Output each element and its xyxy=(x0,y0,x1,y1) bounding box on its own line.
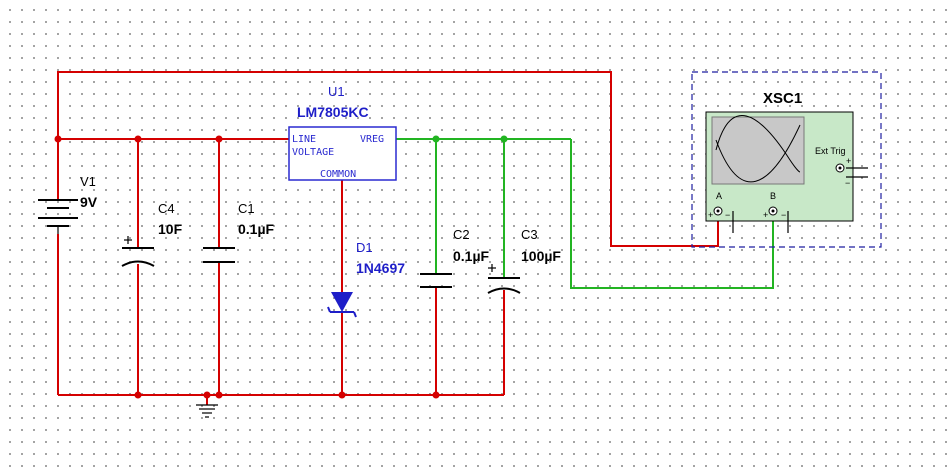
junctions xyxy=(54,135,508,399)
svg-text:+: + xyxy=(846,156,851,166)
junction-dot xyxy=(432,135,440,143)
c2-value: 0.1µF xyxy=(453,248,490,264)
c4-ref: C4 xyxy=(158,201,175,216)
d1-ref: D1 xyxy=(356,240,373,255)
wire-to-scope-b[interactable] xyxy=(570,139,774,289)
pin-voltage-label: VOLTAGE xyxy=(292,147,334,158)
junction-dot xyxy=(432,391,440,399)
ground-icon xyxy=(196,404,218,418)
d1-part: 1N4697 xyxy=(356,260,405,276)
battery-value: 9V xyxy=(80,194,98,210)
junction-dot xyxy=(215,135,223,143)
junction-dot xyxy=(203,391,211,399)
scope-ref: XSC1 xyxy=(763,90,802,107)
input-wires xyxy=(57,71,719,405)
capacitor-c4[interactable]: C4 10F xyxy=(121,201,183,267)
c3-value: 100µF xyxy=(521,248,561,264)
c1-value: 0.1µF xyxy=(238,221,275,237)
output-wires xyxy=(396,138,774,289)
svg-text:−: − xyxy=(781,210,786,220)
junction-dot xyxy=(134,135,142,143)
zener-d1[interactable]: D1 1N4697 xyxy=(327,240,405,318)
scope-selection-box xyxy=(691,71,882,248)
waveform-trace xyxy=(715,124,801,183)
pin-vreg-label: VREG xyxy=(360,134,384,145)
battery-v1[interactable]: V1 9V xyxy=(38,174,98,234)
channel-a-label: A xyxy=(716,191,722,201)
c3-ref: C3 xyxy=(521,227,538,242)
waveform-trace xyxy=(715,115,801,173)
u1-ref: U1 xyxy=(328,84,345,99)
pin-line-label: LINE xyxy=(292,134,316,145)
junction-dot xyxy=(500,135,508,143)
svg-text:+: + xyxy=(763,210,768,220)
svg-text:+: + xyxy=(708,210,713,220)
pin-common-label: COMMON xyxy=(320,169,356,180)
wire-top-loop[interactable] xyxy=(57,71,719,247)
capacitor-c2[interactable]: C2 0.1µF xyxy=(420,227,490,288)
c2-ref: C2 xyxy=(453,227,470,242)
regulator-u1[interactable]: LINE VOLTAGE VREG COMMON U1 LM7805KC xyxy=(288,84,397,181)
capacitor-c3[interactable]: C3 100µF xyxy=(487,227,561,294)
c4-value: 10F xyxy=(158,221,183,237)
capacitor-c1[interactable]: C1 0.1µF xyxy=(203,201,275,263)
c1-ref: C1 xyxy=(238,201,255,216)
channel-b-label: B xyxy=(770,191,776,201)
svg-text:−: − xyxy=(725,210,730,220)
svg-text:−: − xyxy=(845,178,850,188)
oscilloscope-xsc1[interactable]: XSC1 A B Ext Trig + − + − + − xyxy=(691,71,882,248)
u1-part: LM7805KC xyxy=(297,104,369,120)
junction-dot xyxy=(215,391,223,399)
scope-screen xyxy=(711,116,805,185)
junction-dot xyxy=(134,391,142,399)
battery-ref: V1 xyxy=(80,174,96,189)
junction-dot xyxy=(54,135,62,143)
junction-dot xyxy=(338,391,346,399)
ext-trig-label: Ext Trig xyxy=(815,146,846,156)
